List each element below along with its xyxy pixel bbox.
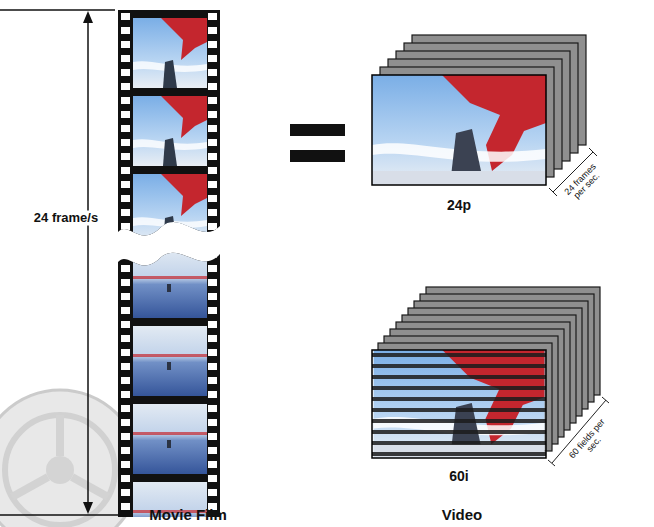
interlaced-field-border: [372, 350, 546, 458]
dimension-line: [87, 22, 89, 503]
sprocket-holes: [118, 10, 220, 517]
frame-rate-note: 24 frames per sec.: [559, 158, 609, 208]
dimension-arrow: [0, 10, 120, 515]
arrowhead-down: [83, 502, 93, 514]
film-frame: [133, 96, 207, 166]
section-label: Movie Film: [149, 506, 227, 523]
equals-bar: [290, 124, 345, 136]
bottom-extension-line: [0, 514, 120, 516]
scan-line: [372, 441, 546, 445]
format-label: 24p: [447, 197, 471, 213]
film-frame: [133, 174, 207, 244]
progressive-frame-border: [372, 75, 546, 185]
scan-line: [372, 408, 546, 412]
reel-spokes: [12, 415, 108, 497]
reel-hub: [46, 456, 74, 484]
rate-dimension-label: 24 frame/s: [31, 211, 101, 226]
equals-bar: [290, 150, 345, 162]
field-rate-note: 60 fields per sec.: [567, 416, 615, 468]
equals-sign: [290, 124, 345, 162]
scan-line: [372, 375, 546, 379]
scan-line: [372, 353, 546, 357]
arrowhead-up: [83, 11, 93, 23]
film-frame: [133, 326, 207, 396]
scan-line: [372, 397, 546, 401]
scan-line: [372, 364, 546, 368]
film-frame: [133, 18, 207, 88]
scan-line: [372, 386, 546, 390]
scan-line: [372, 419, 546, 423]
interlace-lines: [372, 353, 546, 456]
scan-line: [372, 452, 546, 456]
section-label: Video: [442, 506, 483, 523]
film-strip: [118, 10, 220, 527]
progressive-frame: [372, 75, 546, 185]
reel-ring: [5, 415, 115, 525]
film-frame: [133, 404, 207, 474]
scan-line: [372, 430, 546, 434]
format-label: 60i: [449, 468, 468, 484]
film-base: [118, 10, 220, 517]
top-extension-line: [0, 9, 115, 11]
film-frame: [133, 248, 207, 318]
